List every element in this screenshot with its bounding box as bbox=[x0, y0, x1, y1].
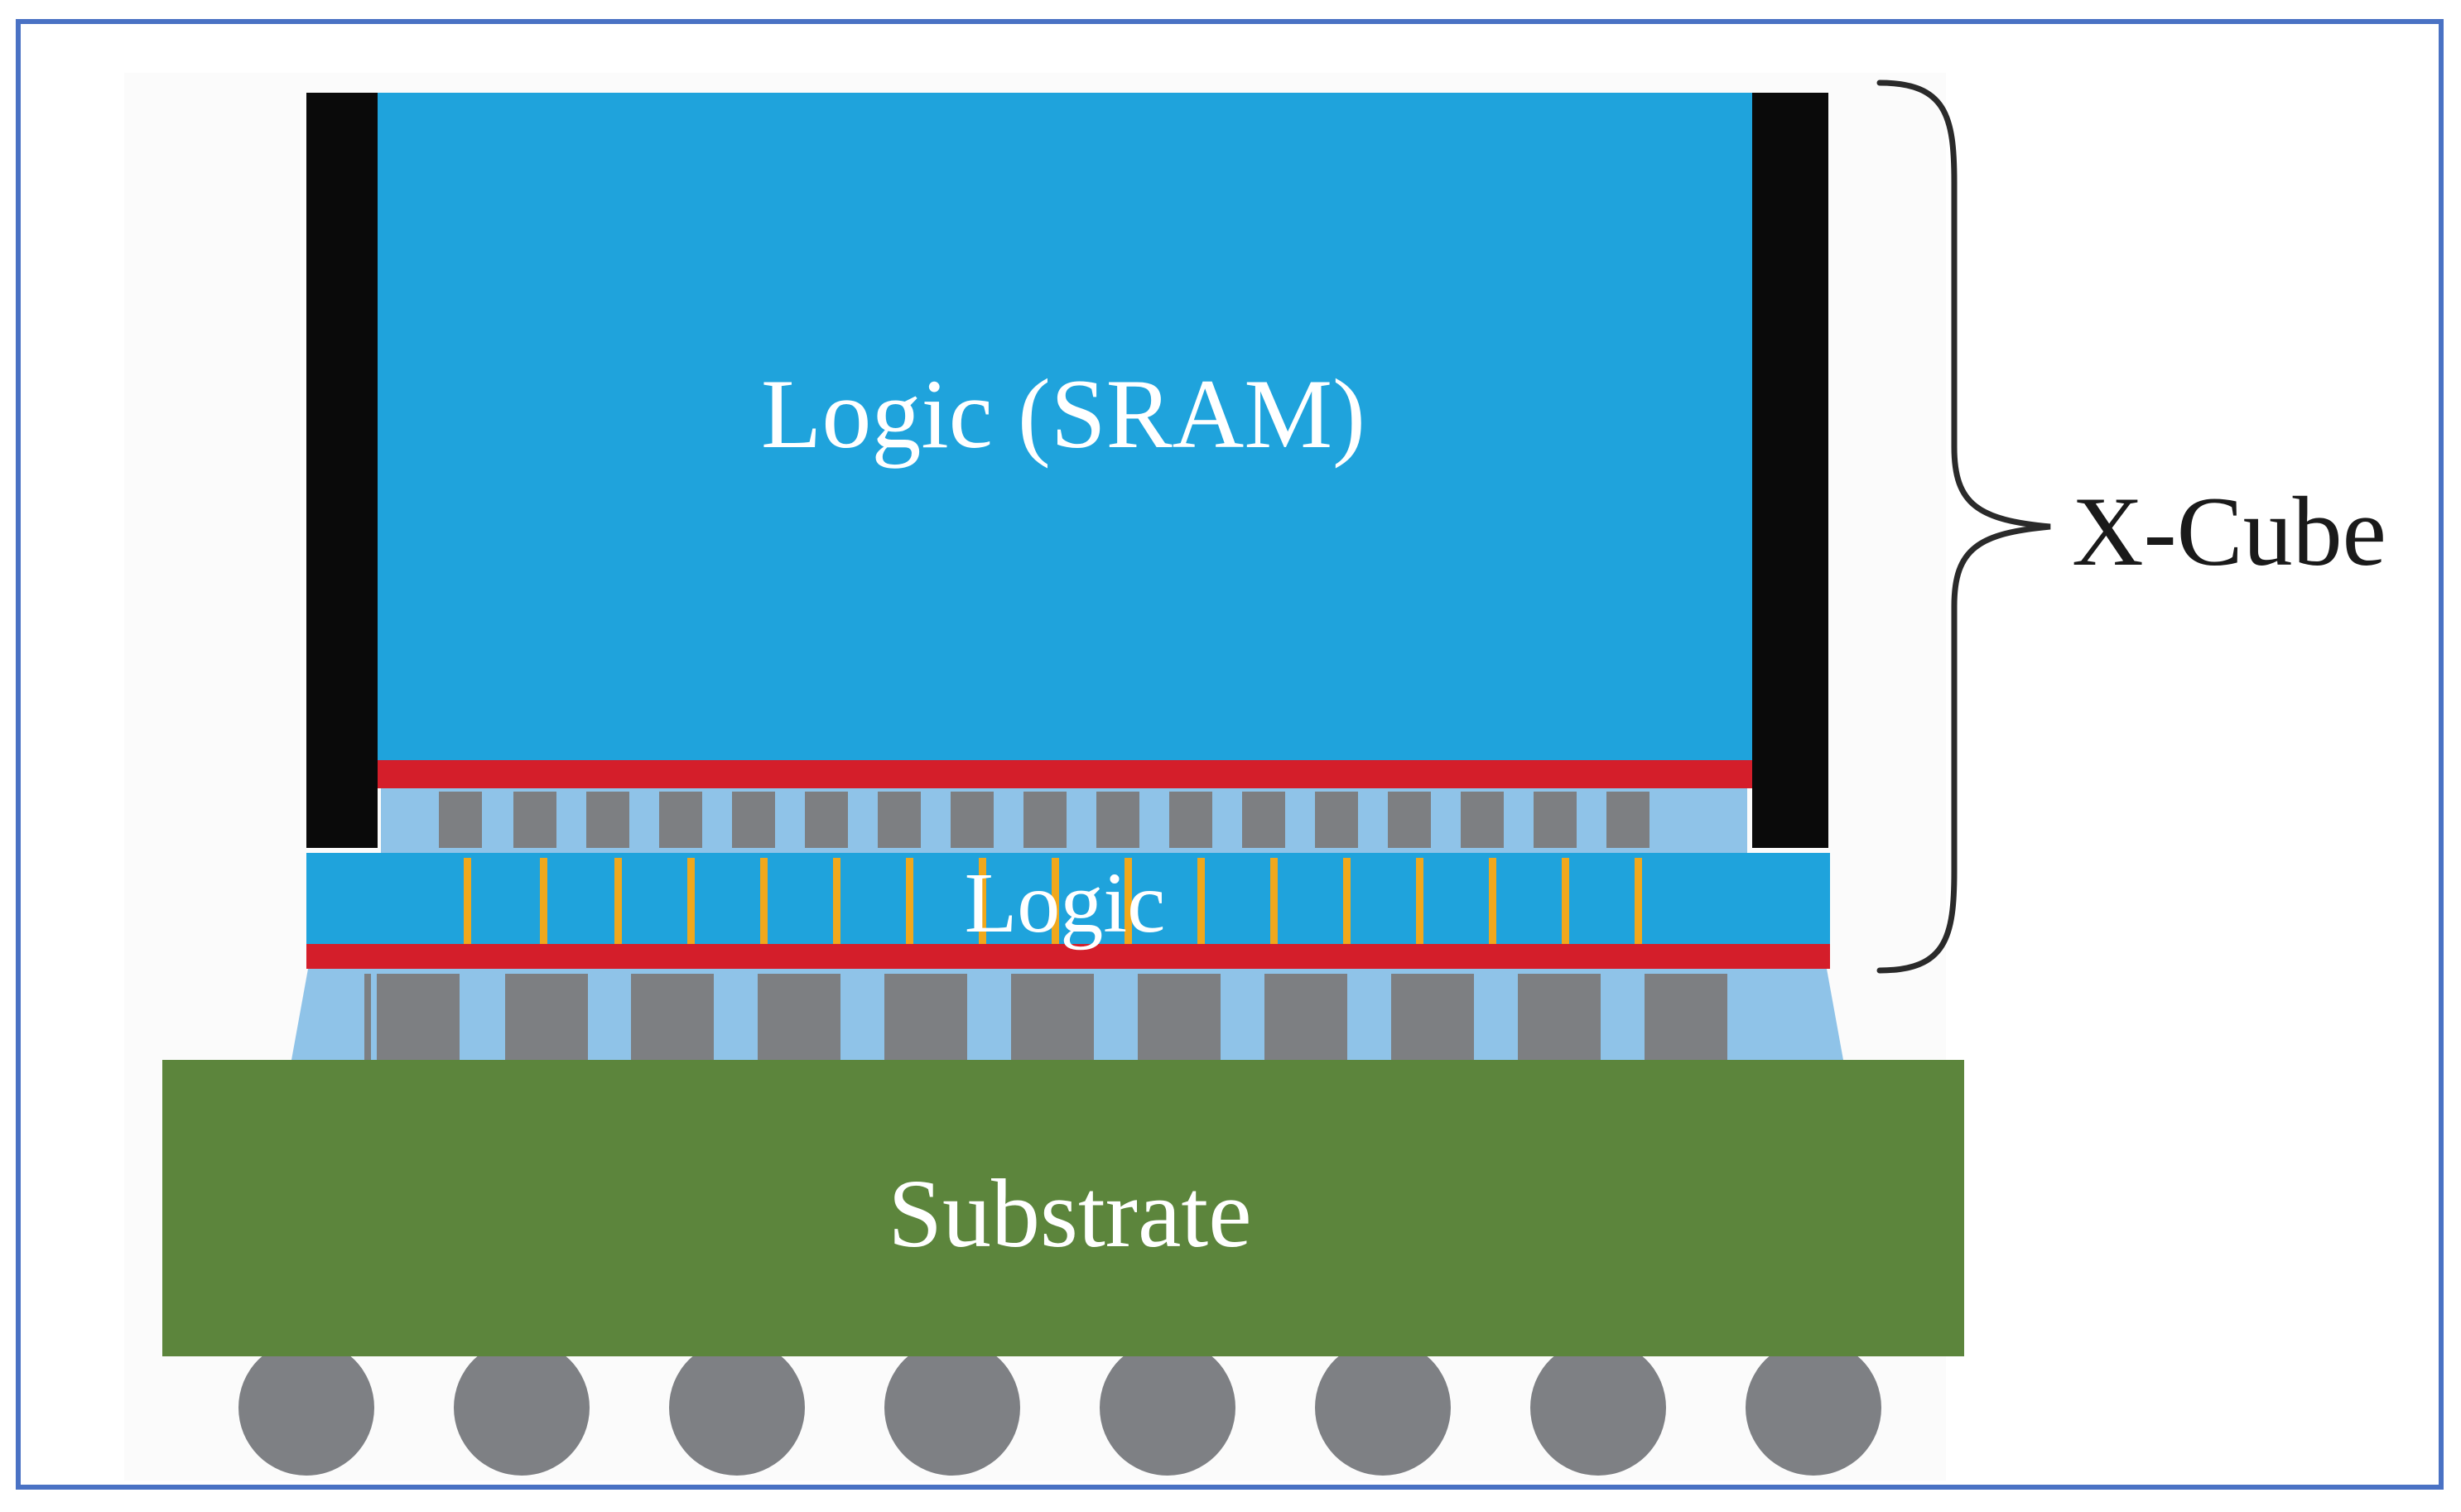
solder-ball bbox=[884, 1340, 1020, 1476]
solder-ball bbox=[454, 1340, 590, 1476]
upper-bump bbox=[513, 792, 556, 848]
top-die-label: Logic (SRAM) bbox=[761, 359, 1365, 469]
top-die-redistribution-layer bbox=[378, 760, 1752, 788]
upper-bump-row bbox=[439, 792, 1649, 848]
lower-bump bbox=[377, 974, 460, 1060]
lower-bump bbox=[758, 974, 840, 1060]
upper-bump bbox=[439, 792, 482, 848]
right-side-wall bbox=[1752, 93, 1828, 848]
substrate-label: Substrate bbox=[888, 1159, 1251, 1268]
substrate-block bbox=[162, 1060, 1964, 1356]
tsv bbox=[464, 858, 471, 944]
solder-ball bbox=[1100, 1340, 1235, 1476]
solder-ball bbox=[238, 1340, 374, 1476]
lower-bump bbox=[1518, 974, 1601, 1060]
lower-bump bbox=[1138, 974, 1221, 1060]
base-die-label: Logic bbox=[965, 855, 1166, 951]
lower-bump bbox=[1391, 974, 1474, 1060]
upper-bump bbox=[1096, 792, 1139, 848]
outer-frame bbox=[16, 19, 2444, 1490]
left-side-wall bbox=[306, 93, 378, 848]
tsv bbox=[1489, 858, 1496, 944]
tsv bbox=[614, 858, 622, 944]
tsv bbox=[540, 858, 547, 944]
x-cube-label: X-Cube bbox=[2072, 476, 2386, 586]
upper-bump bbox=[878, 792, 921, 848]
upper-bump bbox=[951, 792, 994, 848]
upper-bump bbox=[805, 792, 848, 848]
tsv bbox=[833, 858, 840, 944]
upper-bump bbox=[1606, 792, 1649, 848]
tsv bbox=[1635, 858, 1642, 944]
base-die-redistribution-layer bbox=[306, 944, 1830, 969]
x-cube-bracket bbox=[1876, 79, 2051, 974]
tsv bbox=[1197, 858, 1205, 944]
lower-bump-edge bbox=[364, 974, 371, 1060]
tsv bbox=[1416, 858, 1423, 944]
upper-bump bbox=[1461, 792, 1504, 848]
solder-ball bbox=[1315, 1340, 1451, 1476]
upper-bump bbox=[659, 792, 702, 848]
lower-bump bbox=[884, 974, 967, 1060]
tsv bbox=[760, 858, 768, 944]
lower-bump bbox=[505, 974, 588, 1060]
tsv bbox=[1270, 858, 1278, 944]
base-logic-die bbox=[306, 853, 1830, 946]
tsv bbox=[906, 858, 913, 944]
upper-bump bbox=[1534, 792, 1577, 848]
upper-bump bbox=[1242, 792, 1285, 848]
solder-ball bbox=[669, 1340, 805, 1476]
tsv bbox=[687, 858, 695, 944]
solder-ball bbox=[1746, 1340, 1881, 1476]
upper-bump bbox=[1023, 792, 1067, 848]
tsv bbox=[1562, 858, 1569, 944]
solder-ball-row bbox=[238, 1340, 1881, 1476]
tsv bbox=[1052, 858, 1059, 944]
tsv bbox=[1343, 858, 1351, 944]
lower-bump bbox=[1011, 974, 1094, 1060]
upper-bump bbox=[1315, 792, 1358, 848]
upper-bump bbox=[1388, 792, 1431, 848]
upper-bump bbox=[1169, 792, 1212, 848]
upper-bump bbox=[732, 792, 775, 848]
lower-bump bbox=[1645, 974, 1727, 1060]
solder-ball bbox=[1530, 1340, 1666, 1476]
tsv-row bbox=[464, 858, 1642, 944]
top-sram-die bbox=[378, 93, 1752, 760]
tsv bbox=[979, 858, 986, 944]
upper-bump bbox=[586, 792, 629, 848]
tsv bbox=[1125, 858, 1132, 944]
lower-bump-row bbox=[364, 974, 1727, 1060]
lower-bump bbox=[1264, 974, 1347, 1060]
lower-bump bbox=[631, 974, 714, 1060]
